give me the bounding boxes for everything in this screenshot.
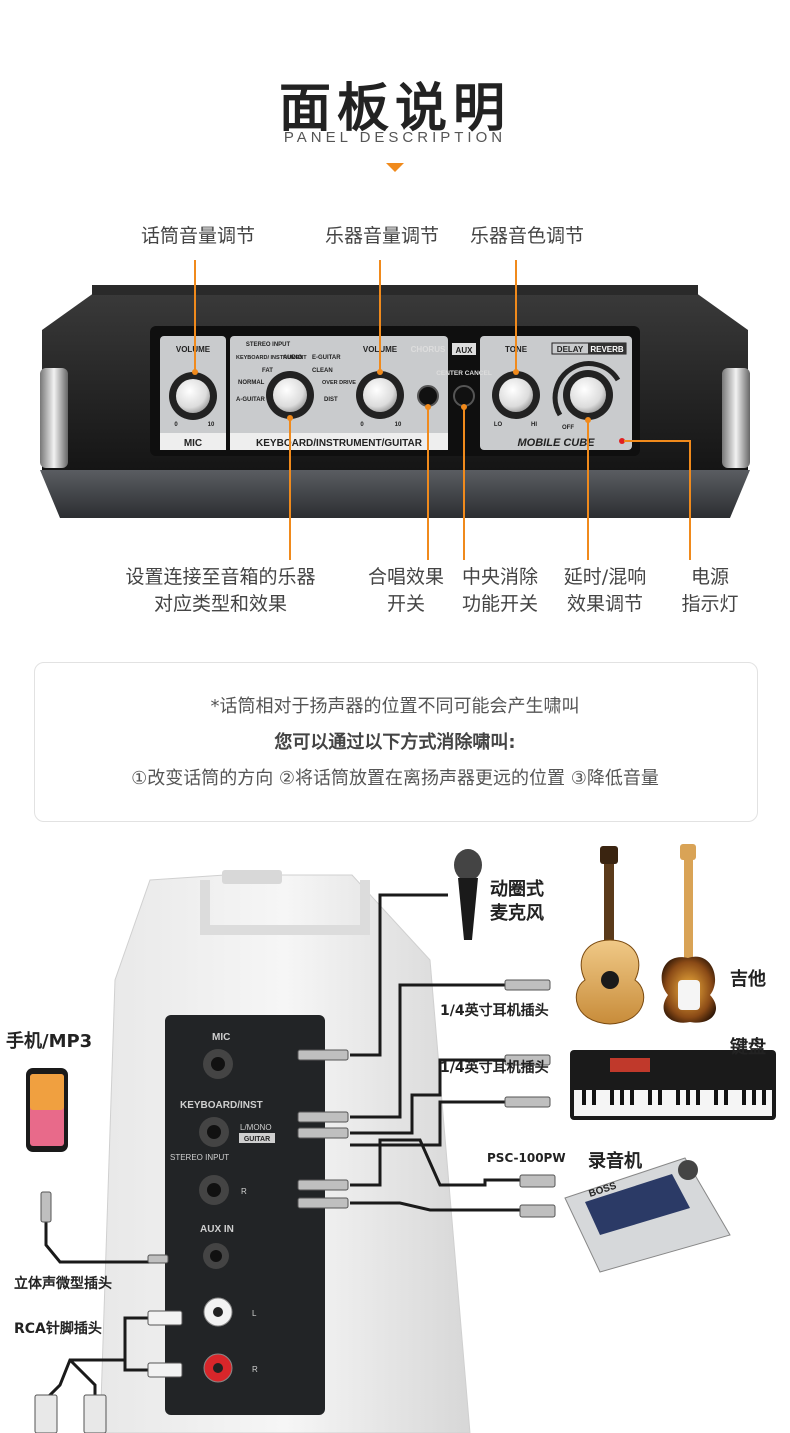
mic-section-label: MIC bbox=[184, 438, 202, 449]
page-title: 面板说明 bbox=[278, 79, 511, 139]
chorus-label: CHORUS bbox=[411, 345, 446, 354]
acoustic-guitar-icon bbox=[575, 846, 645, 1025]
chorus-button bbox=[417, 385, 439, 407]
reverb-label: REVERB bbox=[590, 345, 624, 354]
notice-line2: 您可以通过以下方式消除啸叫: bbox=[274, 732, 516, 753]
phone-icon bbox=[26, 1068, 68, 1152]
e-guitar-label: E-GUITAR bbox=[312, 355, 341, 361]
side-l-label: L bbox=[252, 1309, 257, 1318]
over-drive-label: OVER DRIVE bbox=[322, 380, 356, 386]
keyboard-icon bbox=[570, 1050, 776, 1120]
quarter-plug-label-2: 1/4英寸耳机插头 bbox=[440, 1060, 549, 1076]
callout-delay-reverb: 延时/混响 效果调节 bbox=[552, 564, 658, 618]
callout-inst-tone: 乐器音色调节 bbox=[469, 225, 584, 247]
mic-volume-knob bbox=[169, 372, 217, 420]
side-r-label: R bbox=[241, 1187, 247, 1196]
dynamic-mic-label: 动圈式 麦克风 bbox=[490, 878, 544, 926]
quarter-plug-label-1: 1/4英寸耳机插头 bbox=[440, 1003, 549, 1019]
center-cancel-button bbox=[453, 385, 475, 407]
kb-inst-guitar-label: KEYBOARD/INSTRUMENT/GUITAR bbox=[256, 438, 423, 449]
notice-line3: ①改变话筒的方向 ②将话筒放置在离扬声器更远的位置 ③降低音量 bbox=[131, 768, 659, 789]
rca-plug-label: RCA针脚插头 bbox=[14, 1321, 102, 1337]
callout-instrument-type-line1: 设置连接至音箱的乐器 bbox=[125, 566, 316, 588]
callout-chorus-line1: 合唱效果 bbox=[367, 566, 444, 588]
callout-power: 电源 指示灯 bbox=[668, 564, 752, 618]
callout-instrument-type-line2: 对应类型和效果 bbox=[153, 593, 287, 615]
side-mic-label: MIC bbox=[212, 1032, 230, 1043]
aux-label: AUX bbox=[456, 346, 474, 355]
dynamic-mic-line2: 麦克风 bbox=[490, 903, 544, 924]
normal-label: NORMAL bbox=[238, 380, 265, 386]
clean-label: CLEAN bbox=[312, 368, 333, 374]
callout-power-line1: 电源 bbox=[690, 566, 729, 588]
mic-volume-label: VOLUME bbox=[176, 345, 211, 354]
inst-min-label: 0 bbox=[360, 422, 364, 428]
callout-delay-reverb-line1: 延时/混响 bbox=[563, 566, 647, 588]
side-aux-in-label: AUX IN bbox=[200, 1224, 234, 1235]
down-arrow-icon bbox=[386, 163, 404, 172]
amp-panel-illustration: VOLUME 0 10 MIC STEREO INPUT KEYBOARD/ I… bbox=[40, 260, 750, 560]
callout-power-line2: 指示灯 bbox=[681, 593, 739, 615]
side-stereo-input-label: STEREO INPUT bbox=[170, 1153, 229, 1162]
connection-diagram: MIC KEYBOARD/INST L/MONO GUITAR STEREO I… bbox=[26, 844, 776, 1433]
recorder-label: 录音机 bbox=[588, 1151, 642, 1172]
delay-label: DELAY bbox=[557, 345, 584, 354]
microphone-icon bbox=[454, 849, 482, 940]
instrument-type-knob bbox=[266, 371, 314, 419]
side-kb-inst-label: KEYBOARD/INST bbox=[180, 1100, 263, 1111]
guitar-label: 吉他 bbox=[730, 969, 766, 990]
side-panel bbox=[165, 1015, 325, 1415]
callout-inst-volume: 乐器音量调节 bbox=[324, 225, 439, 247]
tone-hi-label: HI bbox=[531, 422, 537, 428]
callout-delay-reverb-line2: 效果调节 bbox=[566, 593, 643, 615]
side-l-mono-label: L/MONO bbox=[240, 1123, 272, 1132]
dist-label: DIST bbox=[324, 397, 338, 403]
callout-instrument-type: 设置连接至音箱的乐器 对应类型和效果 bbox=[108, 564, 333, 618]
power-led bbox=[619, 438, 625, 444]
keyboard-instrument-label: KEYBOARD/ INSTRUMENT bbox=[236, 355, 307, 361]
callout-center-cancel-line1: 中央消除 bbox=[461, 566, 538, 588]
center-cancel-label: CENTER CANCEL bbox=[436, 370, 492, 377]
callout-center-cancel-line2: 功能开关 bbox=[461, 593, 538, 615]
delay-reverb-knob bbox=[552, 361, 621, 420]
dynamic-mic-line1: 动圈式 bbox=[490, 879, 544, 900]
side-r2-label: R bbox=[252, 1365, 258, 1374]
inst-volume-knob bbox=[356, 371, 404, 419]
delay-off-label: OFF bbox=[562, 425, 574, 431]
fat-label: FAT bbox=[262, 368, 273, 374]
mic-min-label: 0 bbox=[174, 422, 178, 428]
notice-line1: *话筒相对于扬声器的位置不同可能会产生啸叫 bbox=[210, 696, 580, 717]
mic-max-label: 10 bbox=[208, 422, 215, 428]
callout-mic-volume: 话筒音量调节 bbox=[140, 225, 255, 247]
stereo-mini-plug-label: 立体声微型插头 bbox=[14, 1276, 112, 1292]
tone-lo-label: LO bbox=[494, 422, 503, 428]
tone-knob bbox=[492, 371, 540, 419]
callout-chorus-line2: 开关 bbox=[386, 593, 425, 615]
inst-max-label: 10 bbox=[395, 422, 402, 428]
stereo-input-label: STEREO INPUT bbox=[246, 342, 291, 348]
a-guitar-label: A-GUITAR bbox=[236, 397, 266, 403]
audio-label: AUDIO bbox=[283, 355, 303, 361]
page-subtitle: PANEL DESCRIPTION bbox=[283, 129, 507, 146]
callout-center-cancel: 中央消除 功能开关 bbox=[452, 564, 548, 618]
keyboard-label: 键盘 bbox=[730, 1037, 766, 1058]
psc-label: PSC-100PW bbox=[487, 1151, 566, 1165]
notice-box bbox=[34, 662, 758, 822]
recorder-icon: BOSS bbox=[564, 1157, 731, 1273]
callout-chorus: 合唱效果 开关 bbox=[358, 564, 454, 618]
side-guitar-label: GUITAR bbox=[244, 1136, 270, 1143]
electric-guitar-icon bbox=[661, 844, 717, 1023]
brand-logo: MOBILE CUBE bbox=[518, 437, 596, 449]
phone-mp3-label: 手机/MP3 bbox=[6, 1031, 93, 1052]
